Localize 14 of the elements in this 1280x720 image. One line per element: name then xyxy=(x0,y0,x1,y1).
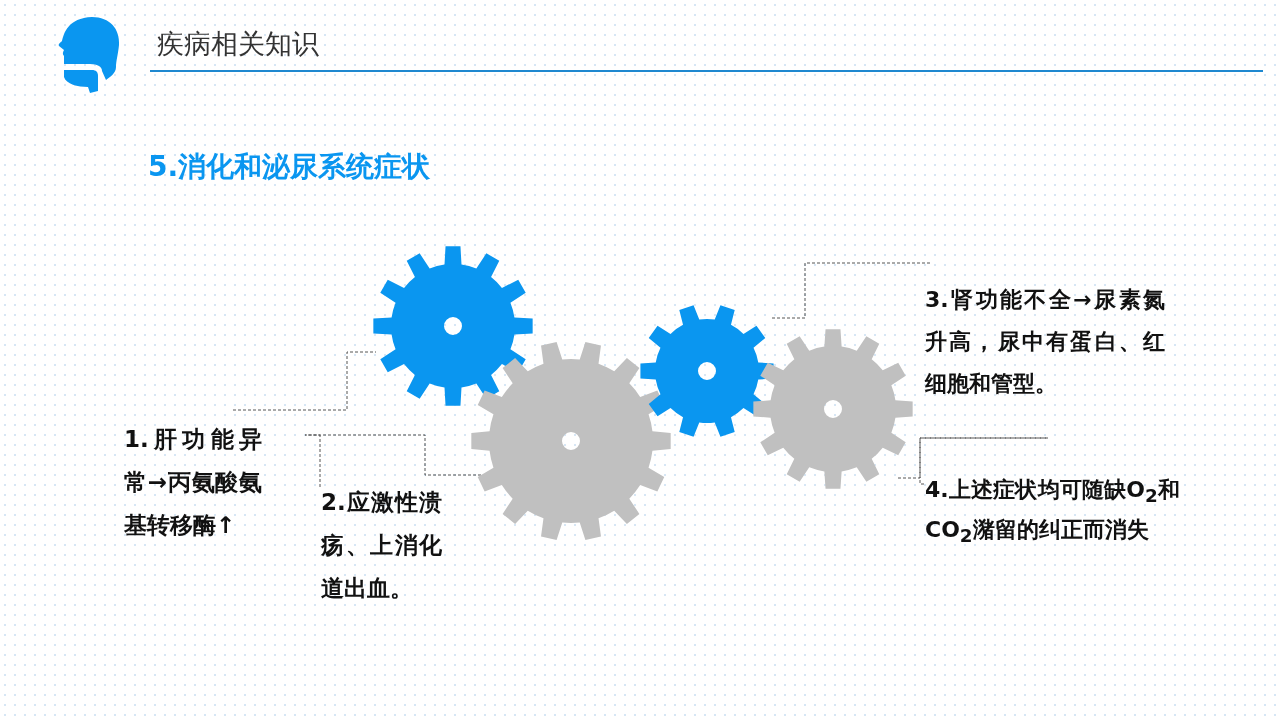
gear-icon xyxy=(471,341,671,541)
note-text: 1.肝功能异常→丙氨酸氨基转移酶↑ xyxy=(120,410,262,547)
slide-title: 疾病相关知识 xyxy=(157,27,319,61)
gear-icon xyxy=(373,246,533,406)
section-heading: 5.消化和泌尿系统症状 xyxy=(148,149,431,185)
note-text: 4.上述症状均可随缺O$_{2}$和CO$_{2}$潴留的纠正而消失 xyxy=(922,438,1180,554)
note-text: 2.应激性溃疡、上消化道出血。 xyxy=(305,435,442,610)
leader-line xyxy=(895,437,1049,485)
note-text: 3.肾功能不全→尿素氮升高，尿中有蛋白、红细胞和管型。 xyxy=(922,263,1165,405)
leader-line xyxy=(304,434,483,488)
leader-line xyxy=(232,351,377,411)
leader-line xyxy=(769,262,931,319)
gear-icon xyxy=(753,329,913,489)
gear-icon xyxy=(640,304,774,438)
